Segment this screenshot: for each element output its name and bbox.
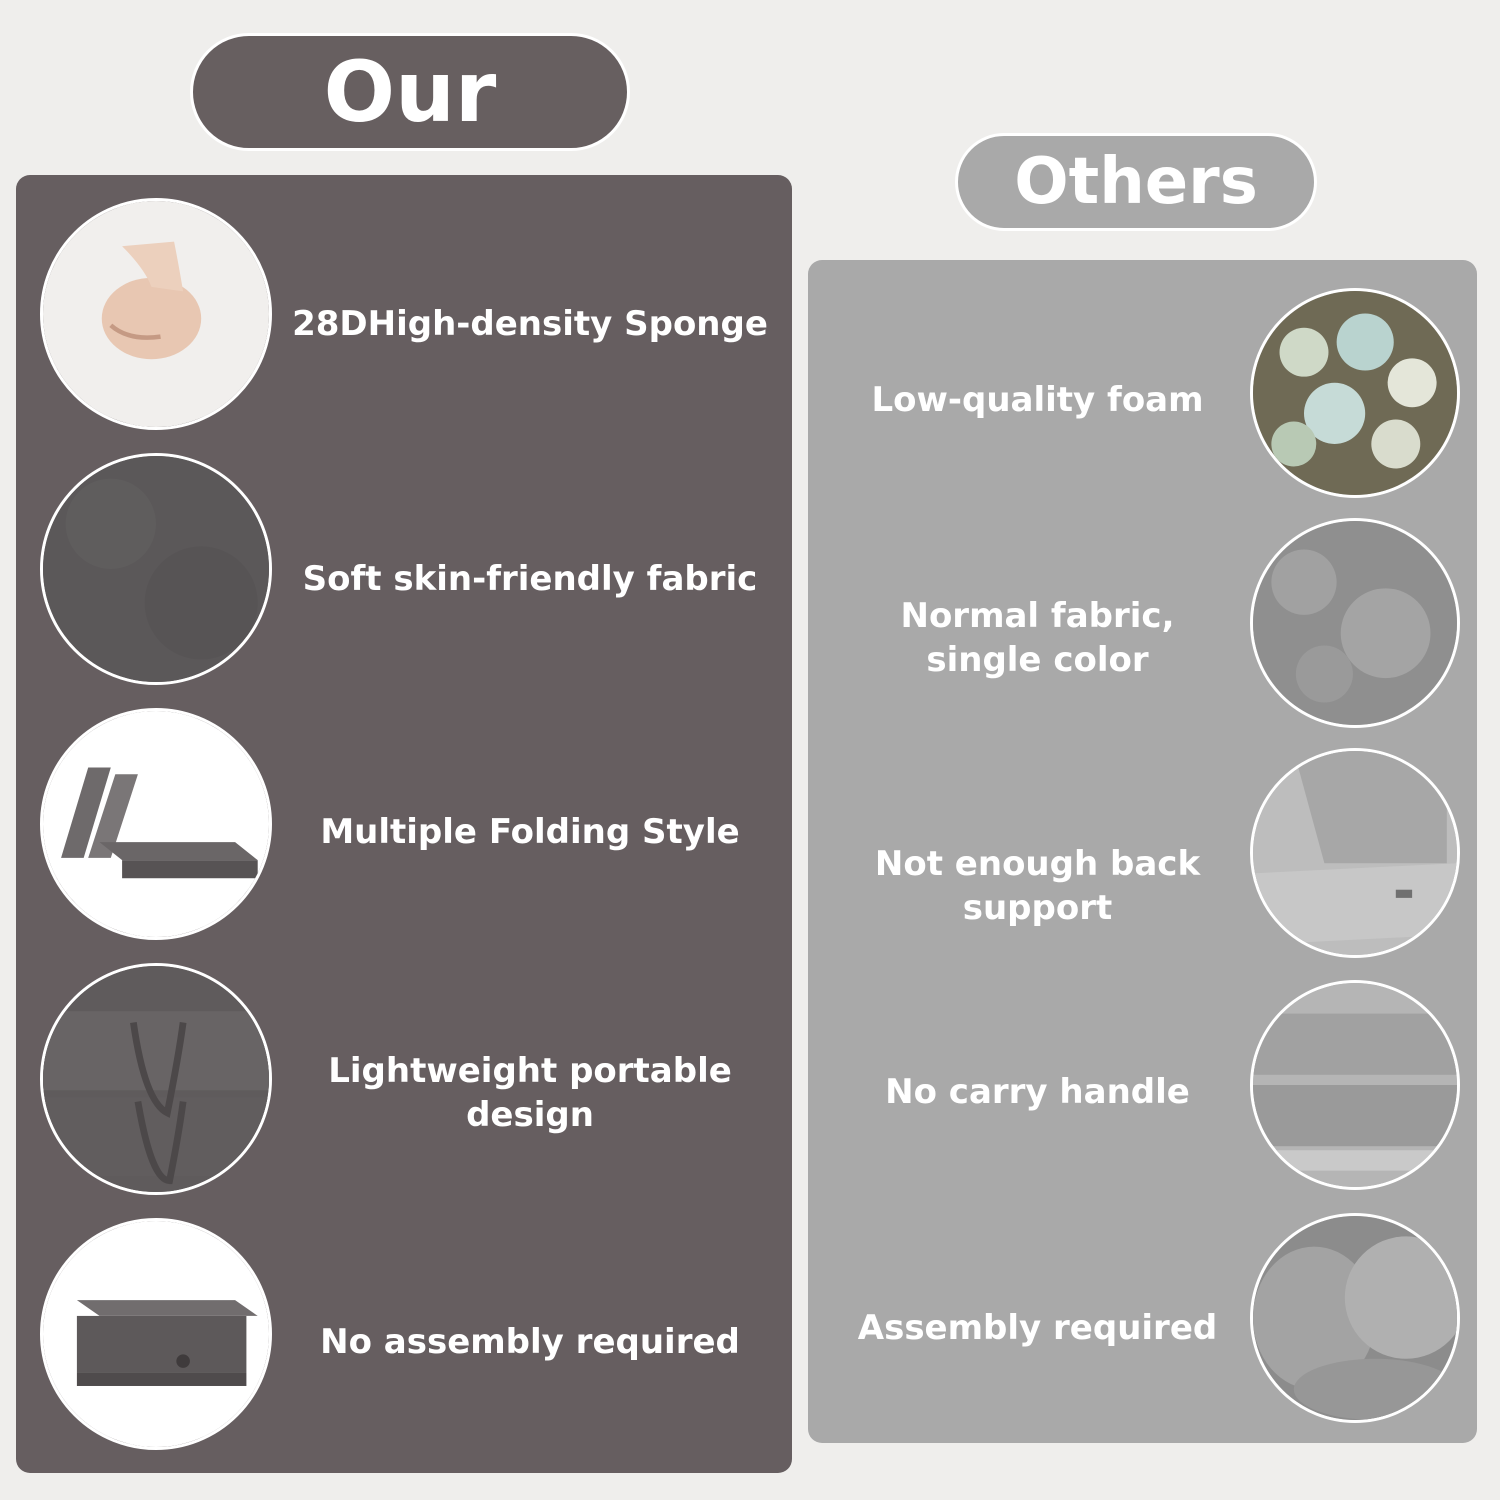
others-feature-5: Assembly required (857, 1307, 1218, 1348)
others-feature-4: No carry handle (885, 1071, 1190, 1112)
folding-mattress-icon (40, 708, 272, 940)
our-header-text: Our (323, 43, 497, 141)
our-feature-5: No assembly required (320, 1321, 740, 1362)
gray-fabric-texture-icon (40, 453, 272, 685)
others-header: Others (955, 133, 1317, 231)
stacked-cushion-icon (1250, 980, 1460, 1190)
others-header-text: Others (1014, 145, 1258, 219)
our-feature-2: Soft skin-friendly fabric (302, 558, 758, 599)
folded-mattress-box-icon (40, 1218, 272, 1450)
our-header: Our (190, 33, 630, 151)
plush-cushion-icon (1250, 1213, 1460, 1423)
fist-pressing-foam-icon (40, 198, 272, 430)
shredded-foam-icon (1250, 288, 1460, 498)
others-feature-3: Not enough back support (874, 843, 1201, 928)
our-feature-4: Lightweight portable design (328, 1050, 732, 1135)
our-feature-3: Multiple Folding Style (320, 811, 740, 852)
thin-cushion-icon (1250, 748, 1460, 958)
our-feature-1: 28DHigh-density Sponge (292, 303, 768, 344)
carry-handle-bag-icon (40, 963, 272, 1195)
others-feature-2: Normal fabric, single color (900, 595, 1175, 680)
light-fabric-texture-icon (1250, 518, 1460, 728)
others-feature-1: Low-quality foam (871, 379, 1204, 420)
